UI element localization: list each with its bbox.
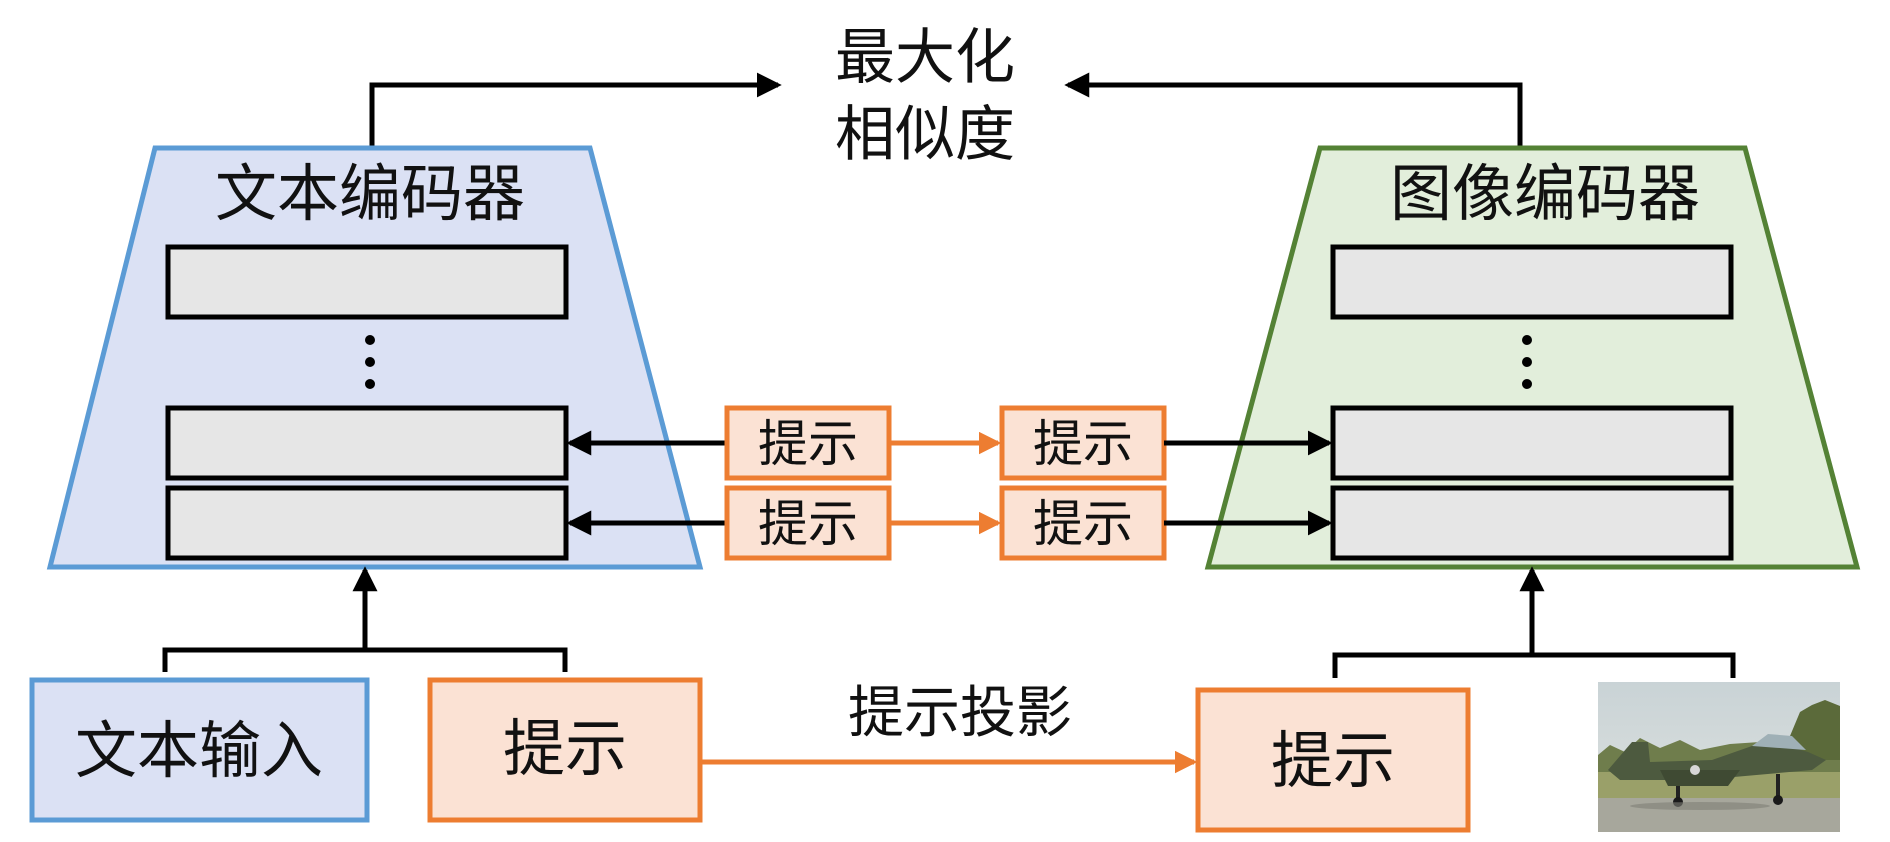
image-encoder: 图像编码器 (1204, 145, 1861, 570)
text-encoder-ellipsis (365, 335, 375, 389)
goal-line-2: 相似度 (835, 100, 1015, 170)
text-input-label: 文本输入 (75, 714, 323, 787)
text-input-box (29, 677, 370, 823)
text-encoder-layer-n-1 (165, 405, 569, 481)
fighter-jet-photo-icon (1598, 682, 1840, 832)
image-prompt-label-2: 提示 (1033, 495, 1133, 553)
text-encoder: 文本编码器 (46, 145, 704, 570)
image-prompt-box-2 (999, 485, 1167, 561)
goal-line-1: 最大化 (835, 23, 1015, 93)
image-encoder-title: 图像编码器 (1390, 157, 1700, 230)
image-encoder-layer-n (1330, 485, 1734, 561)
image-prompt-label-1: 提示 (1033, 415, 1133, 473)
goal-label: 最大化 相似度 (835, 23, 1015, 170)
text-encoder-to-goal-arrow (369, 72, 782, 148)
text-input-bracket (162, 647, 568, 672)
text-prompt-label-2: 提示 (758, 495, 858, 553)
text-encoder-layer-n (165, 485, 569, 561)
image-input-bracket (1332, 652, 1736, 678)
image-prompt-box-1 (999, 405, 1167, 481)
image-side-prompt-label: 提示 (1271, 724, 1395, 797)
text-side-prompt-label: 提示 (503, 712, 627, 785)
image-encoder-layer-n-1 (1330, 405, 1734, 481)
image-encoder-layer-1 (1330, 244, 1734, 320)
text-encoder-title: 文本编码器 (215, 157, 525, 230)
prompt-projection-label: 提示投影 (848, 681, 1072, 746)
text-side-prompt-box (427, 677, 703, 823)
text-prompt-label-1: 提示 (758, 415, 858, 473)
image-side-prompt-box (1195, 687, 1471, 833)
text-encoder-layer-1 (165, 244, 569, 320)
image-encoder-ellipsis (1522, 335, 1532, 389)
image-encoder-to-goal-arrow (1064, 72, 1523, 148)
